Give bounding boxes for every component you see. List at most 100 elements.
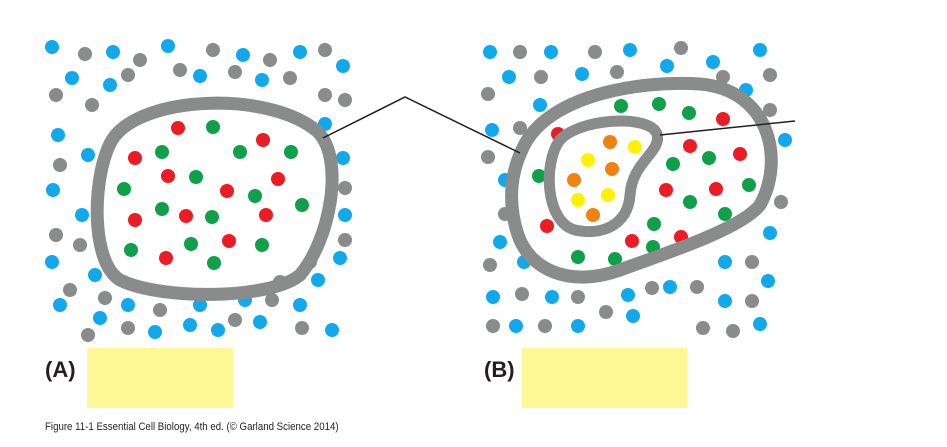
panel-a-outside-gray-molecule [338,181,352,195]
panel-a-outside-gray-molecule [81,328,95,342]
panel-a-outside-gray-molecule [228,65,242,79]
panel-a-outside-blue-molecule [65,71,79,85]
panel-a-inside-red-molecule [271,172,285,186]
panel-b-outside-gray-molecule [645,281,659,295]
panel-a-inside-green-molecule [155,145,169,159]
panel-b-inside-red-molecule [733,147,747,161]
panel-b-inside-green-molecule [742,178,756,192]
connector-line [322,96,521,154]
panel-a-outside-blue-molecule [293,45,307,59]
panel-a-outside-blue-molecule [336,151,350,165]
panel-b-molecules [481,41,792,338]
panel-a-outside-blue-molecule [325,323,339,337]
panel-b-inside-red-molecule [709,182,723,196]
panel-b-outside-gray-molecule [571,290,585,304]
panel-a-inside-green-molecule [295,198,309,212]
panel-a-outside-gray-molecule [49,228,63,242]
panel-a-inside-red-molecule [159,251,173,265]
panel-a-outside-gray-molecule [318,43,332,57]
panel-a-inside-red-molecule [256,133,270,147]
panel-b-cell-membrane [505,76,778,284]
panel-a-outside-gray-molecule [53,158,67,172]
panel-b-outside-blue-molecule [575,67,589,81]
panel-b-inside-green-molecule [682,106,696,120]
panel-b-outside-gray-molecule [696,321,710,335]
panel-a-outside-blue-molecule [75,208,89,222]
panel-a-outside-gray-molecule [133,53,147,67]
panel-b-organelle-membrane [543,115,663,238]
panel-a-outside-blue-molecule [333,251,347,265]
panel-b-outside-blue-molecule [621,288,635,302]
panel-a-outside-blue-molecule [183,318,197,332]
panel-a-outside-gray-molecule [295,321,309,335]
panel-b-outside-blue-molecule [626,309,640,323]
panel-b-description-box [522,348,687,408]
panel-b-inside-red-molecule [659,183,673,197]
panel-b-outside-gray-molecule [690,280,704,294]
panel-b-outside-blue-molecule [544,45,558,59]
panel-b-inside-yellow-molecule [628,140,642,154]
panel-b-outside-gray-molecule [763,103,777,117]
panel-a-outside-blue-molecule [103,78,117,92]
panel-b-outside-gray-molecule [481,150,495,164]
panel-b-inside-green-molecule [666,157,680,171]
panel-b-outside-gray-molecule [745,294,759,308]
panel-b-outside-gray-molecule [745,255,759,269]
panel-a-outside-blue-molecule [81,148,95,162]
panel-b-inside-orange-molecule [586,208,600,222]
panel-b-inside-green-molecule [647,217,661,231]
panel-b-outside-blue-molecule [545,290,559,304]
panel-a-outside-blue-molecule [121,298,135,312]
figure-caption: Figure 11-1 Essential Cell Biology, 4th … [45,421,339,433]
panel-a-outside-blue-molecule [161,39,175,53]
panel-a-outside-blue-molecule [255,73,269,87]
organelle-pointer-line [659,120,796,136]
panel-a-inside-green-molecule [206,120,220,134]
panel-a-outside-blue-molecule [46,183,60,197]
panel-b-outside-blue-molecule [761,274,775,288]
panel-b-outside-blue-molecule [483,45,497,59]
panel-b-outside-blue-molecule [663,280,677,294]
panel-a-outside-blue-molecule [193,298,207,312]
panel-a-outside-blue-molecule [311,273,325,287]
panel-b-outside-blue-molecule [660,59,674,73]
panel-b-outside-gray-molecule [763,68,777,82]
panel-b-inside-red-molecule [540,219,554,233]
panel-b-outside-blue-molecule [533,98,547,112]
panel-a-inside-red-molecule [128,151,142,165]
panel-a-outside-gray-molecule [265,293,279,307]
panel-b-outside-blue-molecule [623,43,637,57]
panel-b-outside-blue-molecule [706,55,720,69]
panel-a-inside-green-molecule [189,170,203,184]
panel-a-outside-blue-molecule [336,59,350,73]
panel-a-outside-blue-molecule [148,325,162,339]
panel-b-outside-blue-molecule [718,294,732,308]
panel-a-description-box [87,348,233,408]
panel-a-outside-blue-molecule [106,45,120,59]
panel-a-inside-green-molecule [207,256,221,270]
panel-b-outside-gray-molecule [588,45,602,59]
panel-b-outside-gray-molecule [515,287,529,301]
panel-a-inside-red-molecule [179,209,193,223]
panel-b-outside-gray-molecule [726,324,740,338]
panel-a-outside-blue-molecule [293,298,307,312]
panel-a-outside-gray-molecule [121,68,135,82]
panel-a-outside-gray-molecule [121,321,135,335]
panel-a-inside-red-molecule [171,121,185,135]
panel-a-outside-blue-molecule [211,323,225,337]
panel-a-outside-blue-molecule [45,255,59,269]
panel-b-outside-gray-molecule [534,70,548,84]
panel-a-outside-blue-molecule [338,208,352,222]
panel-b-outside-blue-molecule [509,319,523,333]
panel-a-inside-green-molecule [124,243,138,257]
panel-b-inside-orange-molecule [605,162,619,176]
panel-a-outside-blue-molecule [88,268,102,282]
panel-b-outside-gray-molecule [483,258,497,272]
panel-b-outside-blue-molecule [753,317,767,331]
panel-b-outside-gray-molecule [674,41,688,55]
panel-a-outside-blue-molecule [193,69,207,83]
panel-a-outside-gray-molecule [98,291,112,305]
panel-b-outside-gray-molecule [538,319,552,333]
panel-a-inside-green-molecule [205,210,219,224]
